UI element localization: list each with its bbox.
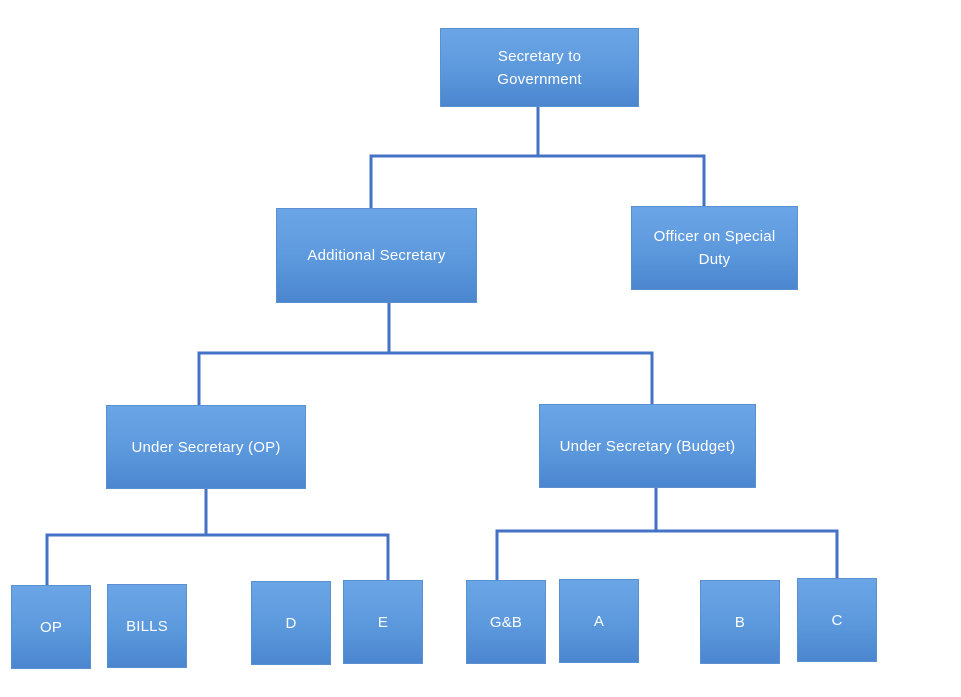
node-additional-secretary: Additional Secretary xyxy=(276,208,477,303)
node-secretary-to-government: Secretary to Government xyxy=(440,28,639,107)
connector-secretary-to-level2 xyxy=(369,154,706,208)
node-section-gb: G&B xyxy=(466,580,546,664)
node-section-c: C xyxy=(797,578,877,662)
node-under-secretary-op: Under Secretary (OP) xyxy=(106,405,306,489)
node-under-secretary-budget: Under Secretary (Budget) xyxy=(539,404,756,488)
node-section-b: B xyxy=(700,580,780,664)
connector-underbudget-to-sections xyxy=(495,529,839,580)
node-section-a: A xyxy=(559,579,639,663)
connector-additional-to-under xyxy=(197,351,654,405)
connector-underop-to-sections xyxy=(45,533,390,585)
node-section-d: D xyxy=(251,581,331,665)
node-section-bills: BILLS xyxy=(107,584,187,668)
node-officer-on-special-duty: Officer on Special Duty xyxy=(631,206,798,290)
node-section-e: E xyxy=(343,580,423,664)
node-section-op: OP xyxy=(11,585,91,669)
